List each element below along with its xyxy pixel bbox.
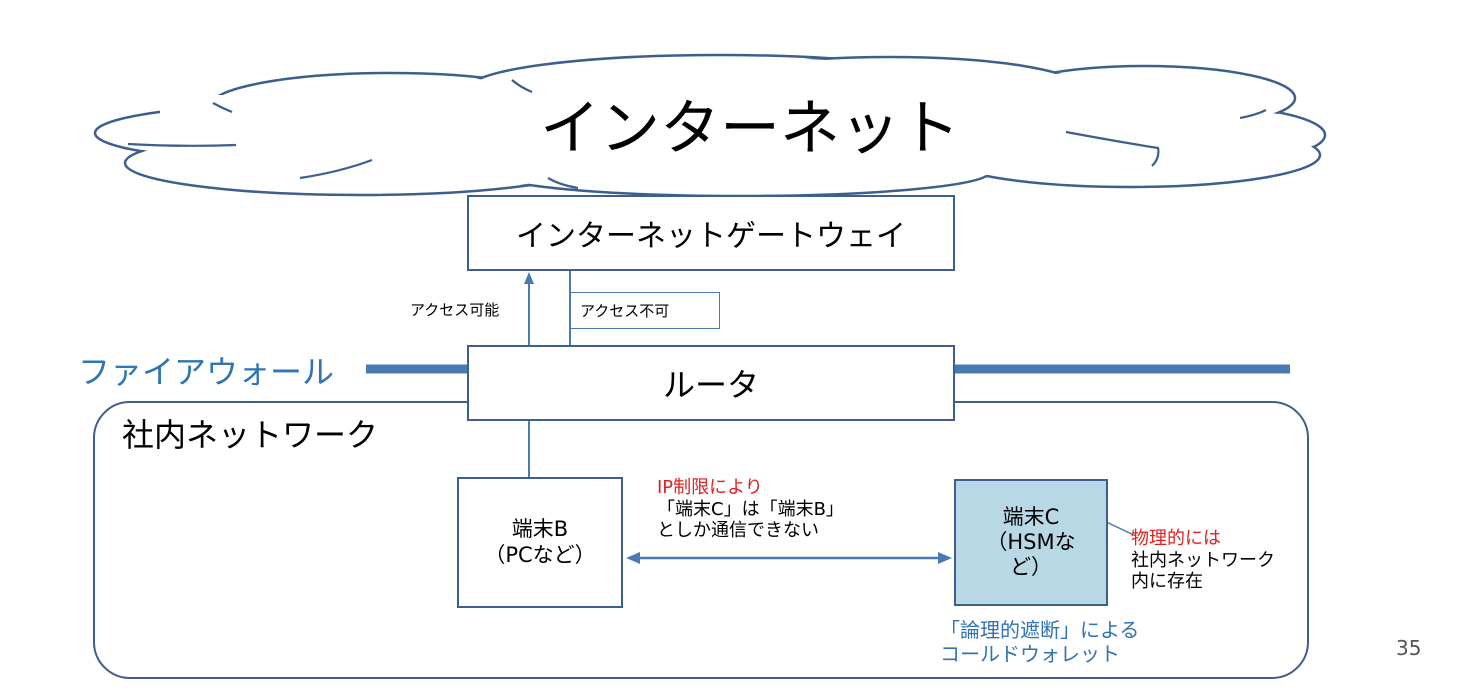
router-box: ルータ — [467, 345, 955, 421]
terminal-c-box: 端末C （HSMな ど） — [954, 479, 1108, 606]
terminal-link-arrowhead-right — [938, 552, 952, 564]
terminal-b-line1: 端末B — [511, 517, 569, 542]
terminal-b-box: 端末B （PCなど） — [457, 477, 623, 608]
firewall-label: ファイアウォール — [78, 353, 335, 391]
physical-note: 物理的には 社内ネットワーク 内に存在 — [1131, 528, 1275, 593]
access-allowed-arrowhead — [524, 272, 534, 284]
access-allowed-label: アクセス可能 — [410, 301, 500, 319]
physical-title: 物理的には — [1131, 528, 1221, 549]
ip-restriction-note: IP制限により 「端末C」は「端末B」 としか通信できない — [657, 477, 844, 542]
terminal-c-line3: ど） — [1010, 555, 1052, 580]
gateway-label: インターネットゲートウェイ — [516, 219, 906, 254]
physical-line2: 内に存在 — [1131, 571, 1203, 593]
access-denied-box: アクセス不可 — [570, 292, 720, 329]
cold-wallet-line1: 「論理的遮断」による — [940, 618, 1140, 642]
internal-network-label: 社内ネットワーク — [122, 416, 379, 454]
internet-label: インターネット — [540, 94, 960, 164]
cold-wallet-line2: コールドウォレット — [940, 642, 1120, 666]
ip-restriction-line2: としか通信できない — [657, 520, 819, 542]
terminal-b-line2: （PCなど） — [484, 542, 596, 567]
terminal-c-line2: （HSMな — [986, 529, 1076, 554]
cold-wallet-note: 「論理的遮断」による コールドウォレット — [940, 618, 1139, 666]
ip-restriction-line1: 「端末C」は「端末B」 — [657, 498, 844, 520]
terminal-c-line1: 端末C — [1002, 504, 1060, 529]
router-label: ルータ — [662, 366, 759, 404]
ip-restriction-title: IP制限により — [657, 477, 763, 498]
page-number: 35 — [1396, 636, 1422, 660]
gateway-box: インターネットゲートウェイ — [467, 195, 955, 271]
physical-line1: 社内ネットワーク — [1131, 549, 1275, 571]
terminal-link-arrowhead-left — [626, 552, 640, 564]
access-denied-label: アクセス不可 — [580, 302, 670, 320]
